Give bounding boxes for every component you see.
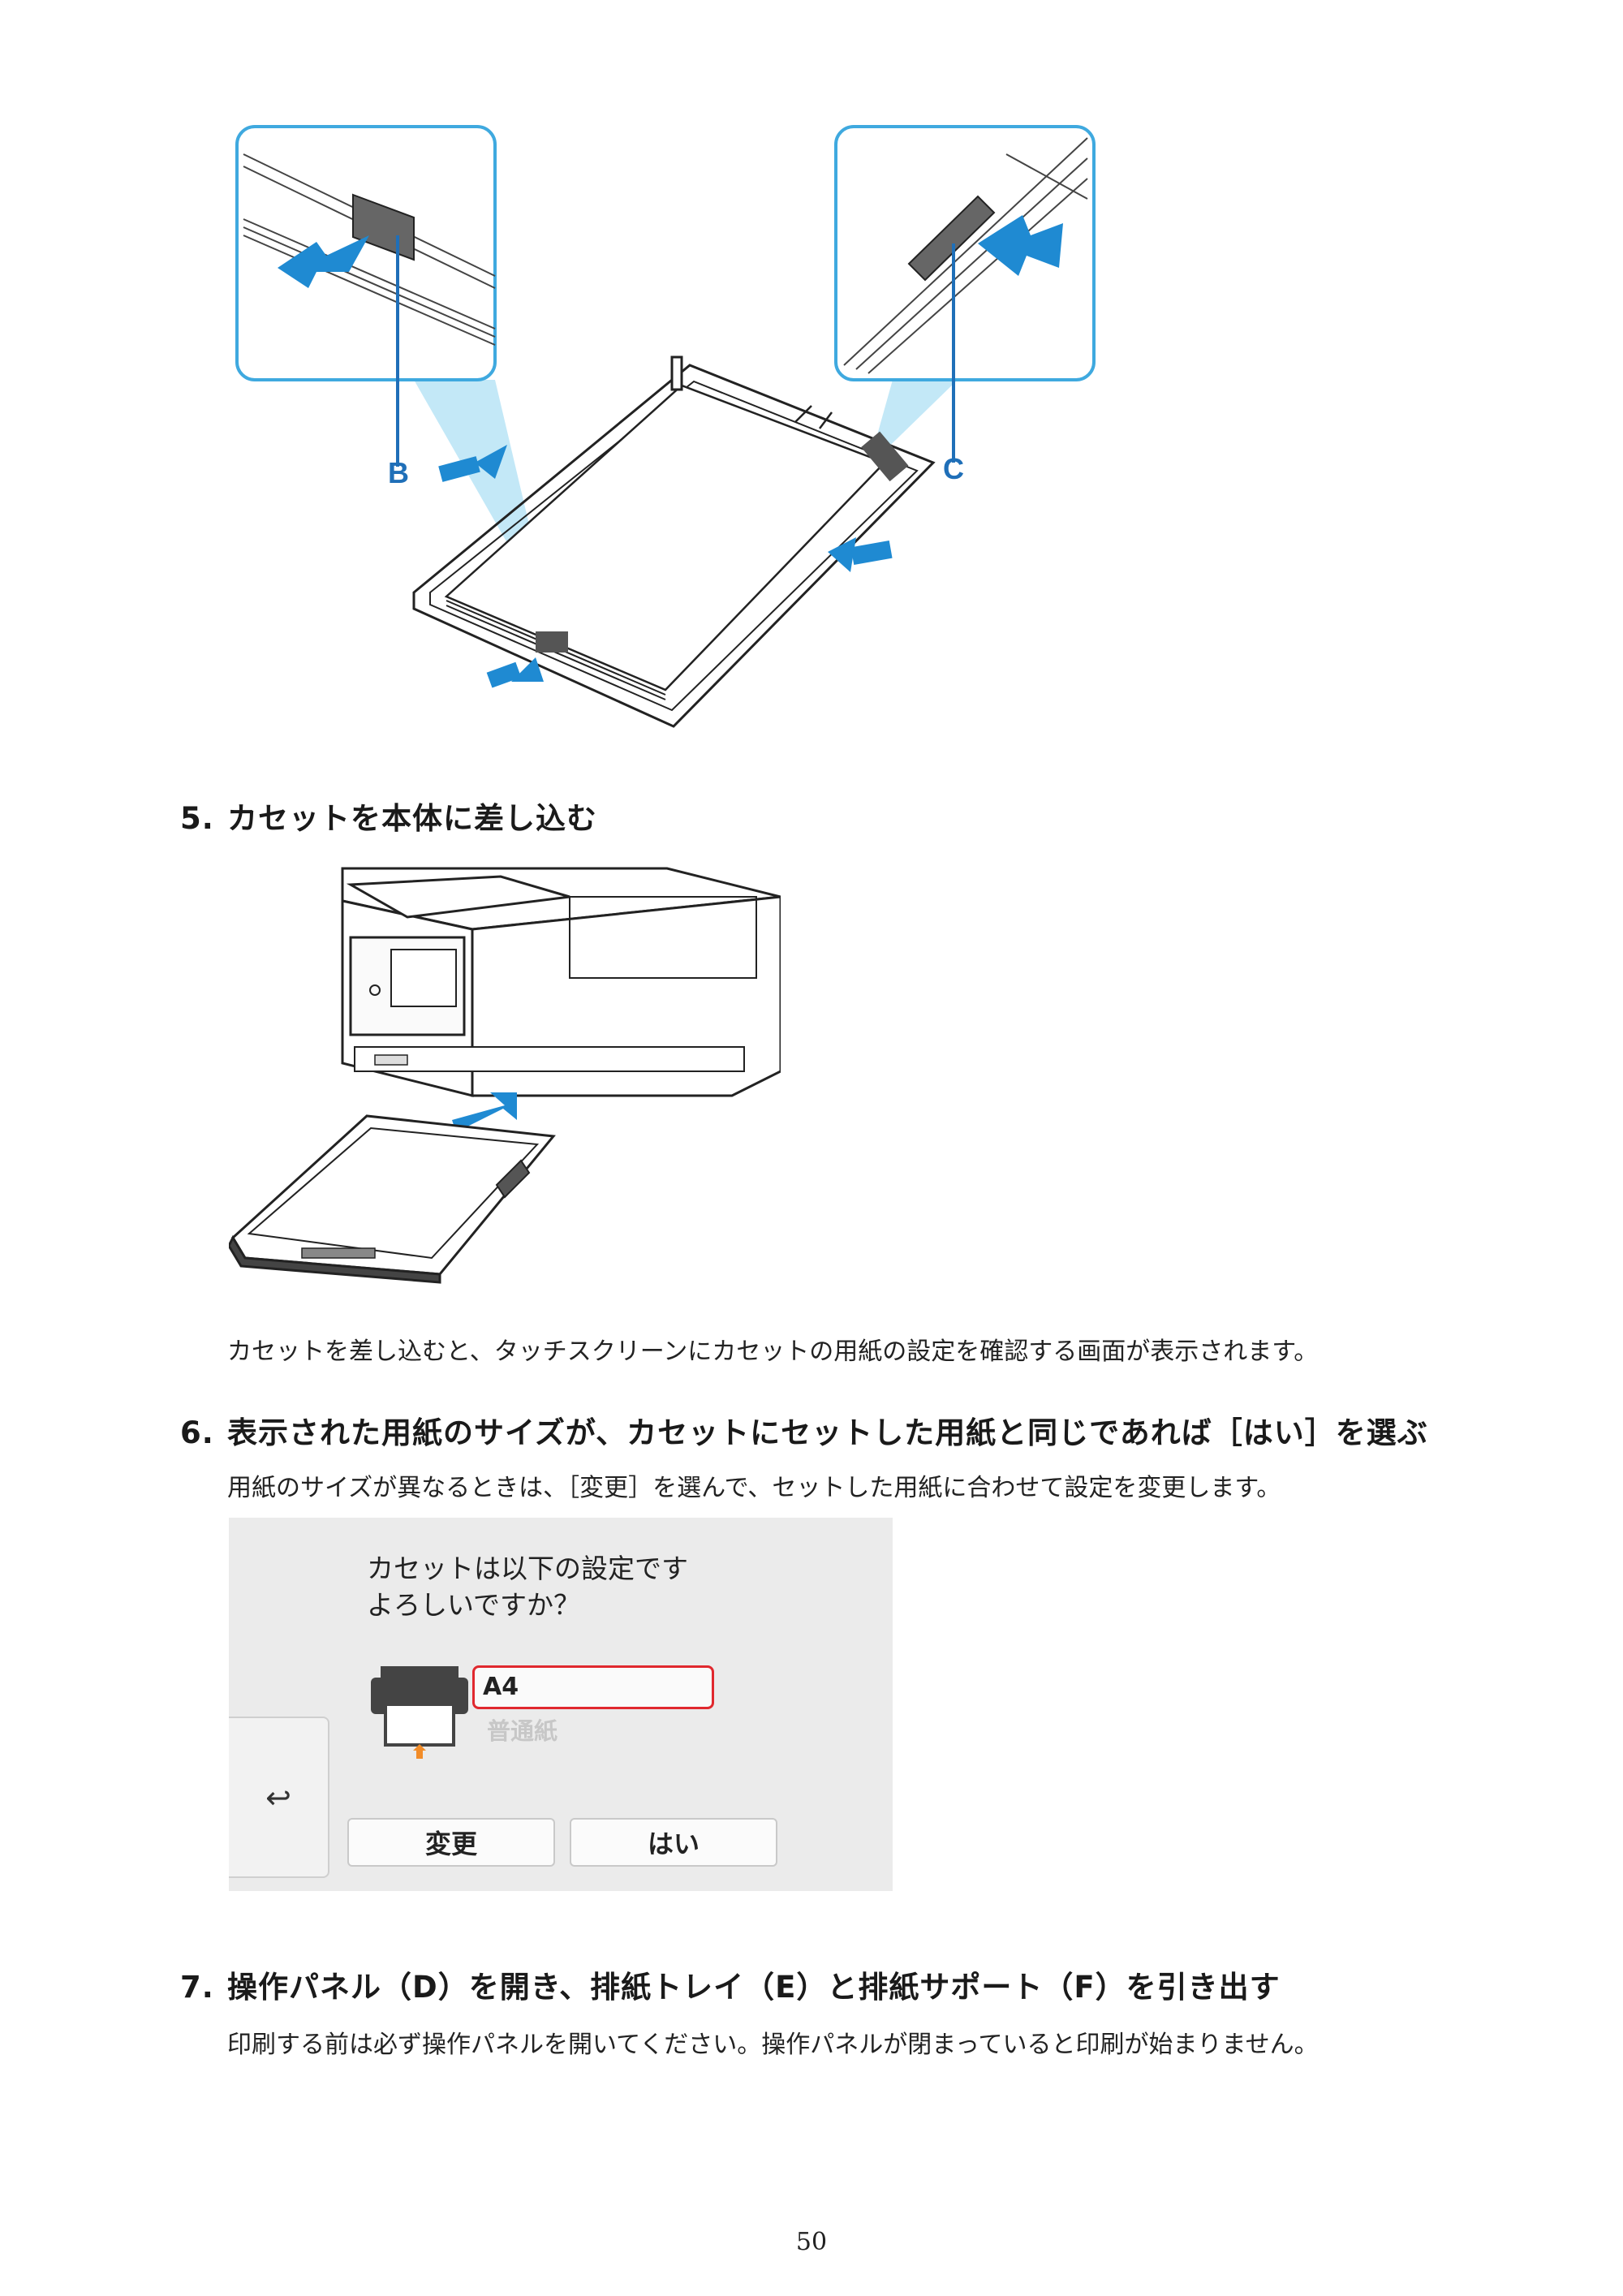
step-6-number: 6.	[180, 1415, 214, 1450]
paper-type-value: 普通紙	[487, 1717, 558, 1745]
paper-guide-illustration: B C	[235, 125, 1096, 728]
label-b: B	[388, 456, 409, 489]
step-6-body: 用紙のサイズが異なるときは、［変更］を選んで、セットした用紙に合わせて設定を変更…	[227, 1474, 1281, 1502]
paper-feed-arrow-icon	[413, 1744, 426, 1759]
insert-arrow	[452, 1092, 517, 1132]
step-7-heading: 操作パネル（D）を開き、排紙トレイ（E）と排紙サポート（F）を引き出す	[227, 1970, 1281, 2005]
guide-c-handle	[861, 431, 909, 482]
change-button[interactable]: 変更	[347, 1818, 555, 1867]
cassette	[229, 1114, 556, 1284]
insert-cassette-illustration	[229, 867, 781, 1284]
step-7-body: 印刷する前は必ず操作パネルを開いてください。操作パネルが閉まっていると印刷が始ま…	[227, 2031, 1319, 2059]
step-7-title: 7. 操作パネル（D）を開き、排紙トレイ（E）と排紙サポート（F）を引き出す	[180, 1962, 1281, 2006]
back-button[interactable]: ↩	[229, 1717, 329, 1878]
step-7-number: 7.	[180, 1970, 214, 2005]
yes-button-label: はい	[647, 1829, 700, 1859]
callout-box-c	[834, 125, 1096, 463]
step-6-heading: 表示された用紙のサイズが、カセットにセットした用紙と同じであれば［はい］を選ぶ	[227, 1415, 1428, 1450]
callout-box-b	[235, 125, 497, 467]
label-c: C	[943, 452, 964, 485]
step-6-title: 6. 表示された用紙のサイズが、カセットにセットした用紙と同じであれば［はい］を選…	[180, 1408, 1428, 1452]
cassette-tray	[412, 355, 936, 728]
message-line-2: よろしいですか？	[367, 1589, 581, 1621]
paper-size-highlight[interactable]: A4	[472, 1665, 714, 1709]
yes-button[interactable]: はい	[570, 1818, 777, 1867]
confirmation-message: カセットは以下の設定です よろしいですか？	[367, 1550, 688, 1623]
touchscreen-confirmation: カセットは以下の設定です よろしいですか？ A4 普通紙 ↩ 変更 はい	[229, 1518, 893, 1891]
push-arrows	[438, 445, 893, 688]
change-button-label: 変更	[424, 1829, 477, 1859]
step-5-title: 5. カセットを本体に差し込む	[180, 794, 597, 838]
guide-b-handle	[536, 631, 568, 653]
printer-icon	[371, 1666, 468, 1759]
step-5-number: 5.	[180, 801, 214, 836]
paper-size-value: A4	[483, 1673, 519, 1701]
page-number: 50	[795, 2228, 828, 2256]
step-5-body: カセットを差し込むと、タッチスクリーンにカセットの用紙の設定を確認する画面が表示…	[227, 1338, 1319, 1366]
printer-body	[341, 867, 781, 1097]
step-5-heading: カセットを本体に差し込む	[227, 801, 597, 836]
back-icon: ↩	[265, 1779, 291, 1816]
message-line-1: カセットは以下の設定です	[367, 1553, 688, 1584]
